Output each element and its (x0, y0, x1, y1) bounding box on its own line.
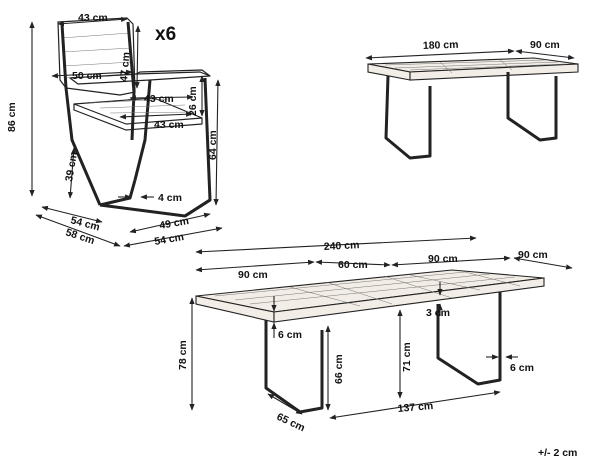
chair-total-height-label: 86 cm (6, 102, 18, 132)
extended-table-leg-width-label: 6 cm (510, 362, 534, 374)
chair-total-width-label: 54 cm (153, 231, 184, 248)
extended-table-clearance-label: 66 cm (333, 354, 345, 384)
chair-back-height-label: 47 cm (118, 52, 133, 83)
extended-table-right-section-label: 90 cm (428, 253, 458, 265)
closed-table-drawing (367, 57, 579, 160)
chair-backrest (57, 17, 136, 96)
extended-table-top-thickness-label: 3 cm (426, 307, 450, 319)
chair-armrest-height-label: 26 cm (187, 86, 199, 116)
extended-table-dimensions (189, 235, 573, 420)
closed-table-dimensions (365, 48, 575, 61)
chair-seat-height-label: 39 cm (63, 151, 80, 182)
extended-table-middle-section-label: 60 cm (338, 259, 368, 271)
extended-table-apron-label: 6 cm (278, 329, 302, 341)
chair-back-width-label: 43 cm (78, 12, 108, 24)
chair-quantity: x6 (155, 24, 176, 45)
extended-table-leg-depth-label: 65 cm (275, 411, 307, 434)
extended-table-length-label: 240 cm (324, 239, 360, 253)
closed-table-left-leg (384, 75, 432, 160)
chair-armrest-depth-label: 50 cm (72, 70, 102, 82)
extended-table-legroom-label: 71 cm (401, 342, 413, 372)
chair-base (99, 179, 211, 218)
chair-seat-width-label: 49 cm (158, 215, 189, 232)
chair-drawing (57, 17, 212, 218)
closed-table-width-label: 90 cm (530, 39, 560, 51)
extended-table-right-leg (436, 292, 502, 386)
extended-table-leg-span-label: 137 cm (397, 400, 434, 415)
chair-leg-size-label: 4 cm (158, 192, 182, 204)
extended-table-width-label: 90 cm (518, 249, 548, 261)
extended-table-height-label: 78 cm (177, 340, 189, 370)
tolerance-note: +/- 2 cm (538, 447, 577, 459)
chair-back-frame (60, 23, 102, 206)
closed-table-right-leg (506, 72, 558, 142)
chair-dimensions (29, 16, 223, 248)
chair-seat-width-inner-label: 43 cm (144, 93, 174, 105)
chair-arm-height-floor-label: 64 cm (207, 130, 219, 160)
extended-table-left-section-label: 90 cm (238, 269, 268, 281)
extended-table-drawing (195, 269, 545, 414)
chair-seat-depth-label: 43 cm (154, 119, 184, 131)
closed-table-length-label: 180 cm (423, 39, 459, 52)
